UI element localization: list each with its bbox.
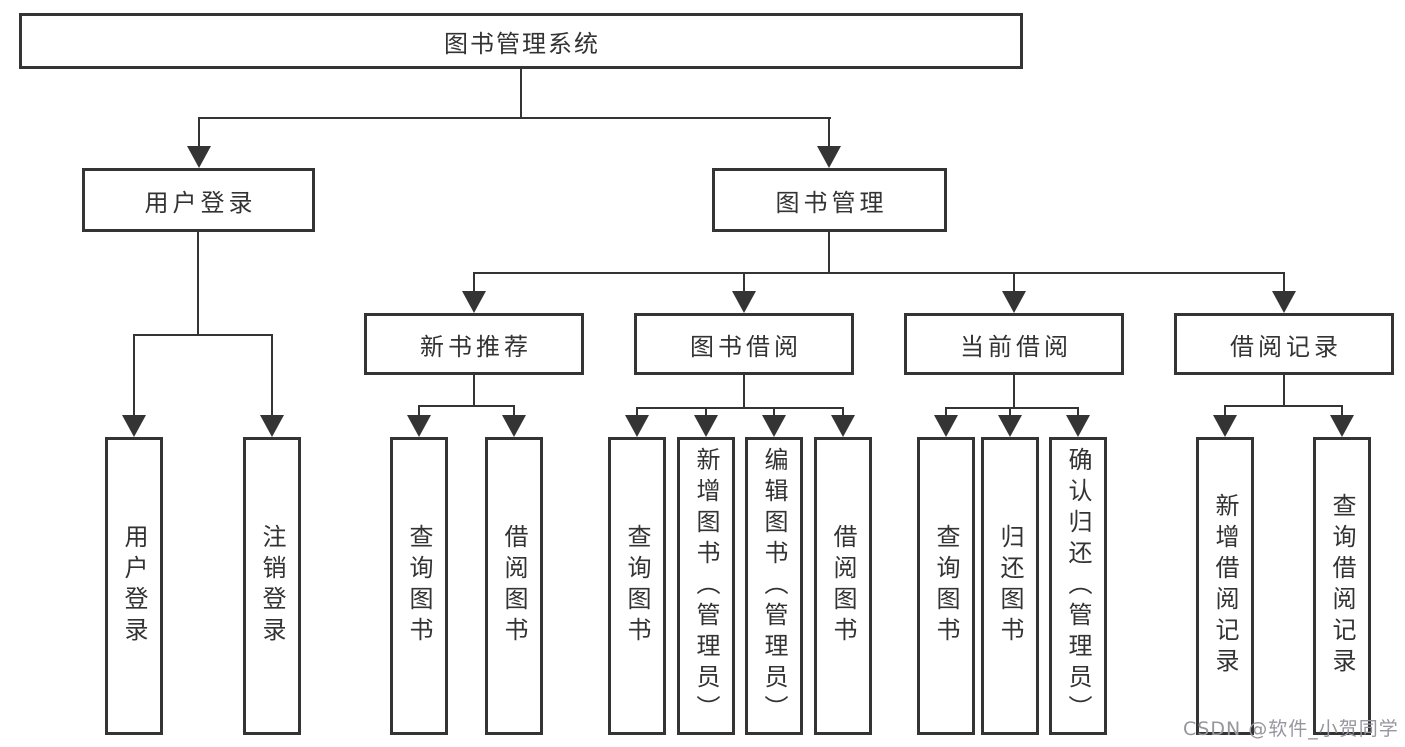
connector-line	[743, 375, 745, 409]
connector-line	[636, 407, 844, 409]
connector-line	[1224, 405, 1226, 417]
leaf-borrow-borrow-book: 借阅图书	[814, 437, 872, 735]
connector-line	[418, 405, 420, 417]
node-book-borrow: 图书借阅	[634, 313, 854, 375]
arrow-down-icon	[762, 415, 786, 437]
arrow-down-icon	[1066, 415, 1090, 437]
connector-line	[271, 334, 273, 417]
arrow-down-icon	[1272, 291, 1296, 313]
connector-line	[1341, 405, 1343, 417]
connector-line	[945, 407, 1079, 409]
leaf-current-return-book-label: 归还图书	[996, 524, 1024, 648]
connector-line	[1013, 272, 1015, 293]
node-borrow-record: 借阅记录	[1174, 313, 1394, 375]
connector-line	[473, 375, 475, 407]
connector-line	[1013, 375, 1015, 409]
connector-line	[705, 407, 707, 417]
arrow-down-icon	[934, 415, 958, 437]
connector-line	[513, 405, 515, 417]
node-user-login: 用户登录	[82, 168, 315, 232]
connector-line	[743, 272, 745, 293]
leaf-borrow-edit-book: 编辑图书（管理员）	[745, 437, 803, 735]
arrow-down-icon	[122, 415, 146, 437]
connector-line	[1283, 375, 1285, 407]
leaf-borrow-query-book: 查询图书	[608, 437, 666, 735]
arrow-down-icon	[407, 415, 431, 437]
leaf-record-add: 新增借阅记录	[1196, 437, 1254, 735]
leaf-recommend-borrow-book-label: 借阅图书	[500, 524, 528, 648]
connector-line	[773, 407, 775, 417]
leaf-borrow-add-book-label: 新增图书（管理员）	[692, 446, 720, 726]
connector-line	[520, 69, 522, 118]
node-book-borrow-label: 图书借阅	[690, 332, 802, 361]
arrow-down-icon	[1002, 291, 1026, 313]
node-book-management-label: 图书管理	[775, 188, 888, 217]
leaf-borrow-edit-book-label: 编辑图书（管理员）	[760, 446, 788, 726]
connector-line	[1009, 407, 1011, 417]
node-current-borrow-label: 当前借阅	[960, 332, 1072, 361]
leaf-borrow-add-book: 新增图书（管理员）	[677, 437, 735, 735]
node-current-borrow: 当前借阅	[904, 313, 1124, 375]
leaf-current-query-book: 查询图书	[917, 437, 975, 735]
csdn-watermark: CSDN @软件_小贺同学	[1183, 718, 1399, 740]
arrow-down-icon	[694, 415, 718, 437]
connector-line	[1224, 405, 1343, 407]
leaf-current-confirm-return: 确认归还（管理员）	[1049, 437, 1107, 735]
connector-line	[133, 334, 135, 417]
leaf-logout: 注销登录	[243, 437, 301, 735]
leaf-logout-label: 注销登录	[258, 524, 286, 648]
connector-line	[636, 407, 638, 417]
arrow-down-icon	[817, 146, 841, 168]
arrow-down-icon	[462, 291, 486, 313]
node-borrow-record-label: 借阅记录	[1230, 332, 1342, 361]
connector-line	[842, 407, 844, 417]
connector-line	[198, 117, 831, 119]
leaf-recommend-query-book-label: 查询图书	[405, 524, 433, 648]
node-book-management: 图书管理	[712, 168, 947, 232]
connector-line	[198, 117, 200, 148]
arrow-down-icon	[625, 415, 649, 437]
arrow-down-icon	[831, 415, 855, 437]
connector-line	[473, 272, 475, 293]
arrow-down-icon	[502, 415, 526, 437]
leaf-recommend-borrow-book: 借阅图书	[485, 437, 543, 735]
connector-line	[197, 232, 199, 336]
connector-line	[945, 407, 947, 417]
connector-line	[828, 117, 830, 148]
leaf-recommend-query-book: 查询图书	[390, 437, 448, 735]
arrow-down-icon	[187, 146, 211, 168]
arrow-down-icon	[1330, 415, 1354, 437]
leaf-current-query-book-label: 查询图书	[932, 524, 960, 648]
leaf-borrow-query-book-label: 查询图书	[623, 524, 651, 648]
leaf-record-query-label: 查询借阅记录	[1328, 493, 1356, 679]
node-new-book-recommend: 新书推荐	[364, 313, 584, 375]
leaf-borrow-borrow-book-label: 借阅图书	[829, 524, 857, 648]
leaf-user-login: 用户登录	[105, 437, 163, 735]
node-root: 图书管理系统	[19, 13, 1023, 69]
node-user-login-label: 用户登录	[144, 188, 257, 217]
connector-line	[133, 334, 273, 336]
arrow-down-icon	[1213, 415, 1237, 437]
arrow-down-icon	[260, 415, 284, 437]
leaf-current-confirm-return-label: 确认归还（管理员）	[1064, 446, 1092, 726]
leaf-record-add-label: 新增借阅记录	[1211, 493, 1239, 679]
connector-line	[828, 232, 830, 274]
connector-line	[473, 272, 1285, 274]
connector-line	[1283, 272, 1285, 293]
arrow-down-icon	[732, 291, 756, 313]
arrow-down-icon	[998, 415, 1022, 437]
node-new-book-recommend-label: 新书推荐	[420, 332, 532, 361]
leaf-current-return-book: 归还图书	[981, 437, 1039, 735]
connector-line	[1077, 407, 1079, 417]
leaf-record-query: 查询借阅记录	[1313, 437, 1371, 735]
node-root-label: 图书管理系统	[444, 29, 600, 58]
leaf-user-login-label: 用户登录	[120, 524, 148, 648]
connector-line	[418, 405, 515, 407]
